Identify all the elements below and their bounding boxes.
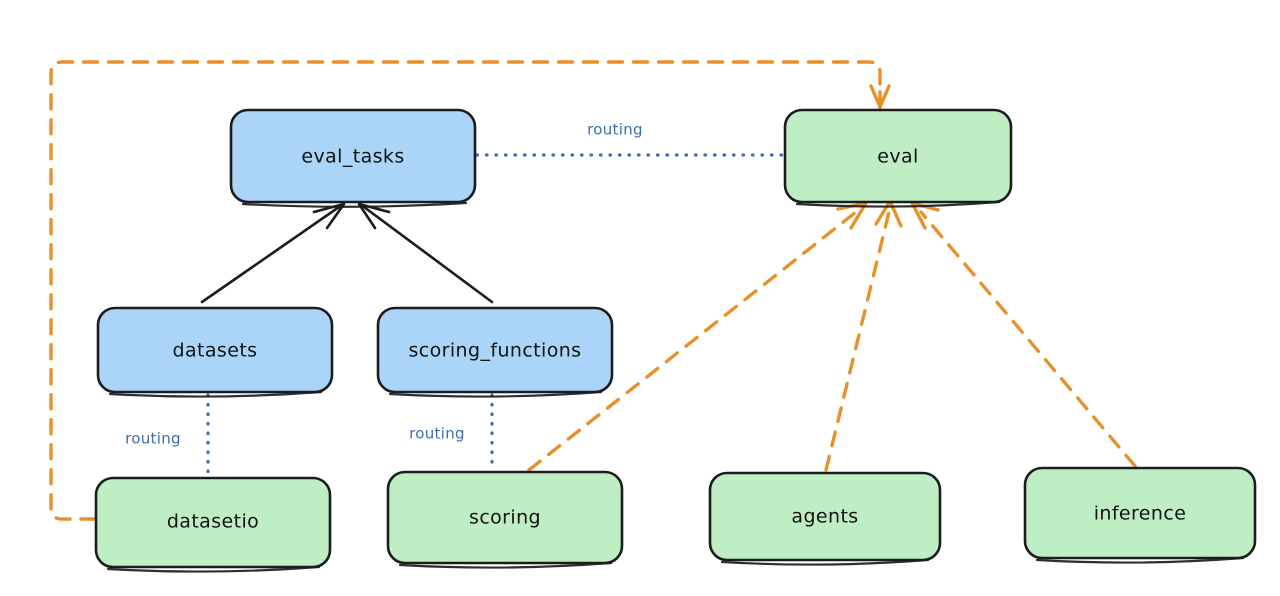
node-eval-shadow: [795, 200, 1001, 208]
edge-inference-eval: [910, 201, 1137, 468]
node-scoring-shadow: [398, 561, 613, 569]
node-eval[interactable]: eval: [783, 108, 1013, 208]
node-datasets-shadow: [108, 390, 323, 398]
node-inference-shadow: [1035, 556, 1245, 564]
edge-scoring_functions-eval_tasks: [357, 202, 494, 304]
edge-inference-eval-line: [919, 210, 1137, 468]
node-eval-tasks[interactable]: eval_tasks: [229, 108, 477, 208]
node-datasetio[interactable]: datasetio: [94, 476, 332, 573]
edge-datasets-eval_tasks-line: [200, 205, 341, 304]
node-datasets-label: datasets: [173, 340, 258, 362]
edge-scoring_functions-eval_tasks-line: [362, 205, 494, 304]
edge-datasetio-eval: [49, 60, 891, 521]
node-eval-shape: [783, 108, 1013, 204]
edge-agents-eval-line: [824, 210, 891, 472]
node-scoring-label: scoring: [469, 507, 541, 529]
node-scoring[interactable]: scoring: [386, 470, 624, 569]
node-datasets-shape: [96, 306, 334, 394]
edge-agents-eval: [824, 199, 903, 472]
node-inference[interactable]: inference: [1023, 466, 1257, 564]
node-scoring-functions-label: scoring_functions: [409, 340, 582, 362]
node-scoring-functions[interactable]: scoring_functions: [376, 306, 614, 398]
edge-label-layer: routing routing routing: [125, 121, 643, 448]
node-eval-tasks-label: eval_tasks: [301, 146, 404, 168]
node-agents-shape: [708, 471, 942, 562]
edge-label-routing-eval: routing: [587, 121, 643, 139]
edge-datasets-eval_tasks: [200, 202, 346, 304]
node-agents[interactable]: agents: [708, 471, 942, 566]
node-inference-label: inference: [1094, 503, 1187, 525]
node-eval-label: eval: [877, 146, 918, 168]
node-datasets[interactable]: datasets: [96, 306, 334, 398]
node-datasetio-label: datasetio: [167, 511, 259, 533]
node-eval-tasks-shape: [229, 108, 477, 204]
node-agents-label: agents: [791, 506, 858, 528]
node-scoring-shape: [386, 470, 624, 565]
edge-scoring-eval-line: [527, 210, 858, 472]
node-agents-shadow: [720, 558, 930, 566]
edge-scoring_functions-eval_tasks-arrowhead: [357, 202, 391, 230]
edge-layer: [49, 60, 1137, 521]
node-datasetio-shadow: [106, 565, 321, 573]
node-scoring-functions-shadow: [388, 390, 603, 398]
edge-datasets-eval_tasks-arrowhead: [312, 202, 346, 230]
node-datasetio-shape: [94, 476, 332, 569]
edge-label-routing-scoring: routing: [409, 425, 465, 443]
node-scoring-functions-shape: [376, 306, 614, 394]
edge-label-routing-datasetio: routing: [125, 430, 181, 448]
node-inference-shape: [1023, 466, 1257, 560]
node-eval-tasks-shadow: [241, 201, 468, 208]
